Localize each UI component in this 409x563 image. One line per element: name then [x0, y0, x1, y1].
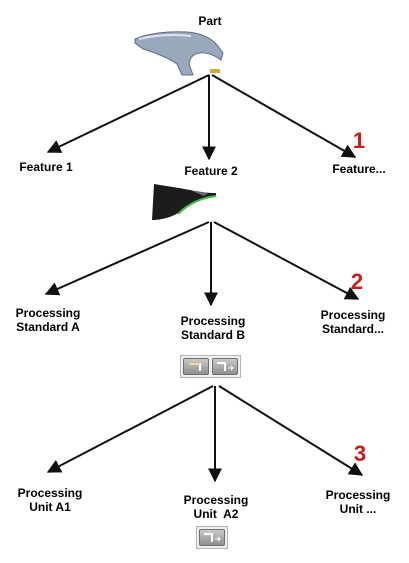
corner-offset-tool-button[interactable] [212, 358, 238, 375]
standard-b-label: Processing Standard B [180, 314, 246, 342]
level-1-number: 1 [352, 128, 366, 153]
corner-tool-icon [189, 363, 201, 371]
corner-offset-tool-icon [217, 362, 234, 371]
standard-more-label: Processing Standard... [320, 308, 386, 336]
part-label: Part [198, 14, 222, 28]
arrow-part-to-feature-1 [46, 74, 210, 153]
unit-a1-label: Processing Unit A1 [17, 486, 83, 514]
level-3-number: 3 [353, 441, 367, 466]
standard-b-toolbar [180, 355, 241, 378]
level-2-number: 2 [350, 269, 364, 294]
feature-2-label: Feature 2 [184, 164, 238, 178]
arrow-feature-to-standard-more [213, 221, 360, 300]
corner-offset-tool-button[interactable] [199, 529, 225, 546]
unit-a2-label: Processing Unit A2 [183, 493, 249, 521]
arrow-feature-to-standard-a [44, 221, 210, 296]
arrow-standard-to-unit-more [218, 385, 364, 476]
car-fender-icon [134, 31, 224, 76]
fender-feature-icon [152, 184, 217, 220]
feature-1-label: Feature 1 [19, 160, 73, 174]
corner-offset-tool-icon [204, 533, 221, 542]
arrow-part-to-feature-more [211, 74, 357, 158]
standard-a-label: Processing Standard A [15, 306, 81, 334]
feature-more-label: Feature... [332, 162, 386, 176]
arrow-standard-to-unit-a1 [46, 385, 214, 473]
unit-a2-toolbar [196, 526, 228, 549]
unit-more-label: Processing Unit ... [325, 488, 391, 516]
corner-tool-button[interactable] [183, 358, 209, 375]
